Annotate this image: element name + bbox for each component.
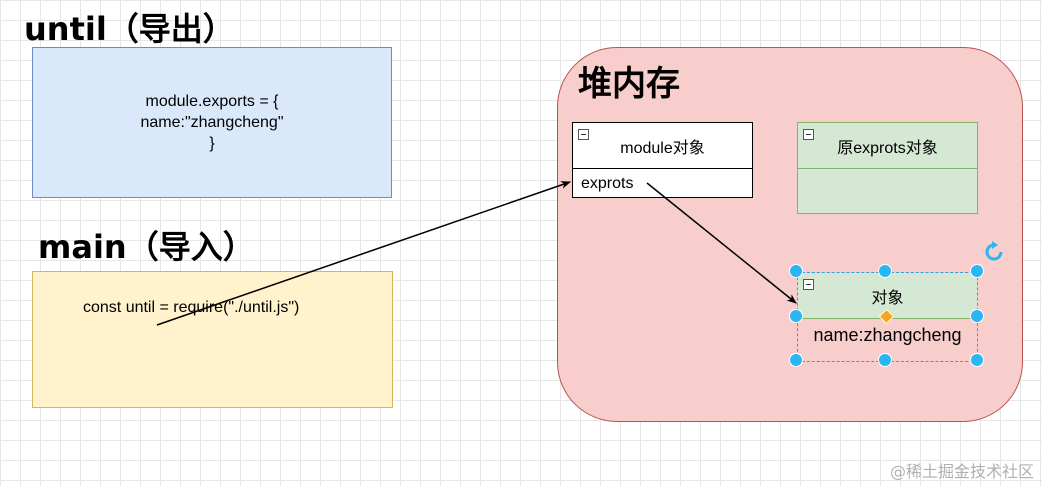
original-exports-table[interactable]: 原exprots对象 (797, 122, 978, 214)
until-title: until（导出） (24, 10, 235, 48)
main-title: main（导入） (38, 228, 255, 266)
module-object-table[interactable]: module对象 exprots (572, 122, 753, 198)
exports-reference-arrow[interactable] (646, 182, 797, 304)
resize-handle-right[interactable] (970, 309, 984, 323)
heap-title: 堆内存 (578, 64, 680, 104)
until-code-text: module.exports = { name:"zhangcheng" } (140, 93, 284, 152)
module-object-header: module对象 (573, 123, 752, 169)
main-module-box[interactable]: const until = require("./until.js") (32, 271, 393, 408)
resize-handle-top[interactable] (878, 264, 892, 278)
module-exports-row[interactable]: exprots (581, 175, 634, 192)
resize-handle-bottom[interactable] (878, 353, 892, 367)
resize-handle-left[interactable] (789, 309, 803, 323)
original-exports-header: 原exprots对象 (798, 123, 977, 169)
collapse-icon[interactable] (803, 279, 814, 290)
object-header-label: 对象 (871, 289, 904, 307)
object-name-row[interactable]: name:zhangcheng (813, 325, 962, 345)
collapse-icon[interactable] (578, 129, 589, 140)
resize-handle-bottom-left[interactable] (789, 353, 803, 367)
resize-handle-top-left[interactable] (789, 264, 803, 278)
rotate-icon[interactable] (983, 241, 1005, 263)
watermark: @稀土掘金技术社区 (889, 462, 1034, 481)
collapse-icon[interactable] (803, 129, 814, 140)
require-arrow[interactable] (156, 181, 571, 326)
resize-handle-bottom-right[interactable] (970, 353, 984, 367)
resize-handle-top-right[interactable] (970, 264, 984, 278)
main-code-text: const until = require("./until.js") (83, 299, 300, 316)
until-module-box[interactable]: module.exports = { name:"zhangcheng" } (32, 47, 392, 198)
